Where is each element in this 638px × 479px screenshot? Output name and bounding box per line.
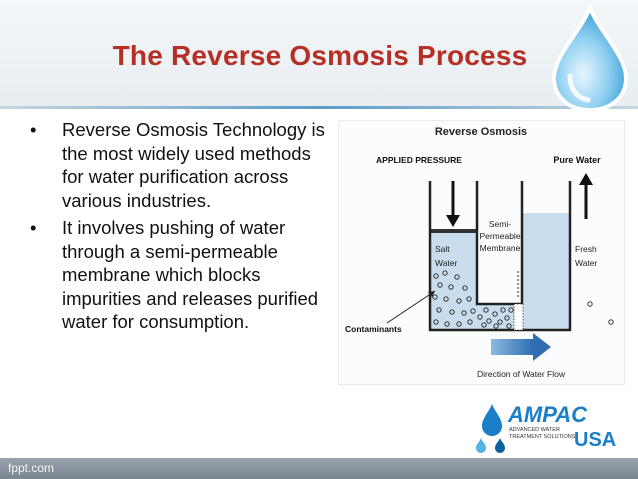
fresh-water-fill: [522, 213, 570, 330]
bullet-item: • It involves pushing of water through a…: [30, 216, 330, 334]
applied-pressure-arrowhead: [446, 215, 460, 227]
logo-tagline-1: ADVANCED WATER: [509, 427, 560, 433]
salt-water-label-line-2: Water: [435, 258, 458, 268]
logo-water-drops-icon: [476, 404, 505, 453]
ampac-usa-logo: AMPAC ADVANCED WATER TREATMENT SOLUTIONS…: [476, 402, 616, 453]
contaminants-pointer: [386, 290, 436, 324]
fresh-water-label-line-2: Water: [575, 258, 598, 268]
piston: [430, 229, 477, 233]
pure-water-label: Pure Water: [553, 155, 601, 165]
applied-pressure-label: APPLIED PRESSURE: [376, 155, 462, 165]
flow-direction-label: Direction of Water Flow: [477, 369, 566, 379]
pure-water-arrowhead: [579, 173, 593, 185]
logo-brand-text: AMPAC: [507, 402, 588, 427]
salt-water-label-line-1: Salt: [435, 244, 450, 254]
vessel-outline: [428, 181, 572, 332]
title-band: [0, 0, 638, 108]
logo-region-text: USA: [574, 429, 616, 451]
bullet-item: • Reverse Osmosis Technology is the most…: [30, 118, 330, 212]
title-underline: [0, 106, 638, 109]
bullet-list: • Reverse Osmosis Technology is the most…: [30, 118, 330, 338]
contaminants-pointer-arrowhead: [428, 291, 435, 297]
contaminants-label: Contaminants: [345, 324, 402, 334]
footer-text: fppt.com: [8, 461, 55, 475]
fresh-water-particles: [587, 301, 614, 325]
reverse-osmosis-diagram: Reverse Osmosis APPLIED PRESSURE Pure Wa…: [338, 120, 625, 385]
contaminant-particles: [432, 270, 514, 329]
water-drop-icon: [551, 4, 629, 113]
bullet-text: Reverse Osmosis Technology is the most w…: [62, 119, 325, 211]
membrane: [513, 303, 524, 331]
diagram-canvas: Reverse Osmosis APPLIED PRESSURE Pure Wa…: [345, 126, 614, 379]
slide-title: The Reverse Osmosis Process: [112, 40, 528, 71]
bullet-marker: •: [30, 217, 37, 238]
flow-arrow-body: [491, 339, 533, 355]
diagram-title: Reverse Osmosis: [435, 126, 527, 138]
flow-arrow-head: [533, 333, 551, 361]
footer-bar: fppt.com: [0, 458, 638, 479]
logo-tagline-2: TREATMENT SOLUTIONS: [509, 434, 576, 440]
bullet-marker: •: [30, 119, 37, 140]
membrane-label-line-2: Permeable: [479, 231, 520, 241]
membrane-label-line-1: Semi-: [489, 219, 511, 229]
bullet-text: It involves pushing of water through a s…: [62, 217, 319, 332]
membrane-label-line-3: Membrane: [480, 243, 521, 253]
fresh-water-label-line-1: Fresh: [575, 244, 597, 254]
